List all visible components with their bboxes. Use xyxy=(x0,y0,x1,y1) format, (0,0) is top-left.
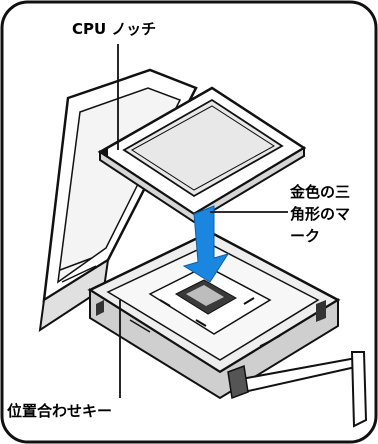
cpu-chip xyxy=(97,86,307,224)
cpu-notch-label: CPU ノッチ xyxy=(72,18,157,40)
socket-lever xyxy=(227,351,368,428)
gold-triangle-mark-line-2: 角形のマ xyxy=(290,205,351,223)
gold-triangle-mark-label: 金色の三 角形のマ ーク xyxy=(290,181,370,247)
socket-base xyxy=(87,230,341,400)
gold-triangle-mark-line-3: ーク xyxy=(290,227,321,245)
cpu-heat-spreader xyxy=(122,98,284,198)
gold-triangle-mark-line-1: 金色の三 xyxy=(290,183,351,201)
alignment-key-label: 位置合わせキー xyxy=(7,400,113,422)
down-arrow xyxy=(182,205,230,283)
